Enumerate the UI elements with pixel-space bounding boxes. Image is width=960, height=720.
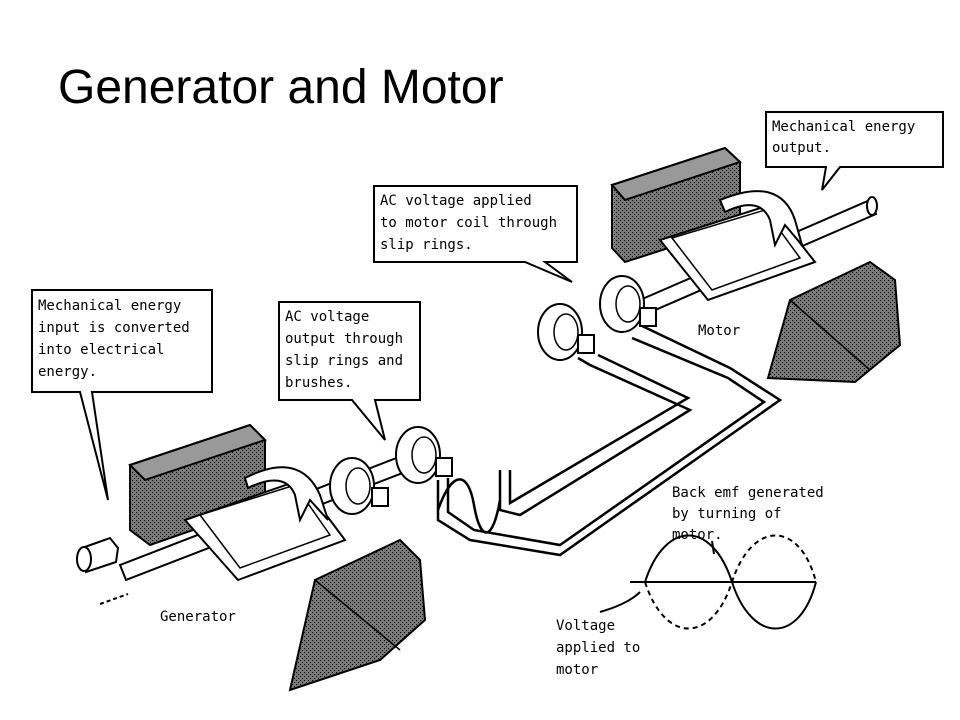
callout-line: energy.: [38, 364, 97, 380]
callout-mechanical-input: Mechanical energy input is converted int…: [31, 289, 213, 501]
generator-brush-2: [435, 457, 453, 477]
callout-line: slip rings and: [285, 353, 403, 369]
motor-label: Motor: [698, 323, 740, 339]
label-line: motor: [556, 662, 598, 678]
callout-mechanical-output: Mechanical energy output.: [765, 111, 944, 191]
back-emf-curve: [644, 534, 817, 630]
label-line: Back emf generated: [672, 485, 824, 501]
emf-waveform-graph: [599, 534, 817, 630]
motor-brush-1: [577, 334, 595, 354]
motor-pole-right: [766, 260, 902, 384]
voltage-applied-label: Voltage applied to motor: [556, 618, 640, 678]
generator-rotation-arrow: [243, 466, 329, 524]
callout-line: to motor coil through: [380, 215, 557, 231]
generator-assembly: [76, 423, 502, 692]
callout-line: input is converted: [38, 320, 190, 336]
generator-output-wave: [436, 478, 502, 534]
motor-shaft-end: [866, 196, 878, 216]
callout-line: slip rings.: [380, 237, 473, 253]
crank-knob: [76, 546, 92, 572]
motor-brush-2: [639, 307, 657, 327]
callout-line: output through: [285, 331, 403, 347]
label-line: applied to: [556, 640, 640, 656]
generator-label: Generator: [160, 609, 236, 625]
callout-ac-applied: AC voltage applied to motor coil through…: [373, 185, 578, 283]
back-emf-label: Back emf generated by turning of motor.: [672, 485, 824, 543]
callout-line: into electrical: [38, 342, 164, 358]
voltage-applied-pointer: [599, 591, 641, 613]
motor-rotation-arrow: [718, 190, 803, 249]
label-line: by turning of: [672, 506, 782, 522]
back-emf-pointer: [711, 540, 715, 555]
motor-assembly: [537, 146, 902, 384]
page-title: Generator and Motor: [58, 61, 504, 114]
wire-outer-inner-edge: [446, 336, 767, 547]
callout-line: AC voltage applied: [380, 193, 532, 209]
callout-line: Mechanical energy: [772, 119, 915, 135]
callout-ac-output: AC voltage output through slip rings and…: [278, 301, 421, 441]
callout-line: output.: [772, 140, 831, 156]
wire-outer: [436, 323, 783, 557]
callout-line: brushes.: [285, 375, 352, 391]
label-line: Voltage: [556, 618, 615, 634]
callout-line: AC voltage: [285, 309, 369, 325]
callout-line: Mechanical energy: [38, 298, 181, 314]
generator-brush-1: [371, 487, 389, 507]
wire-inner-edge: [508, 353, 691, 506]
label-line: motor.: [672, 527, 723, 543]
